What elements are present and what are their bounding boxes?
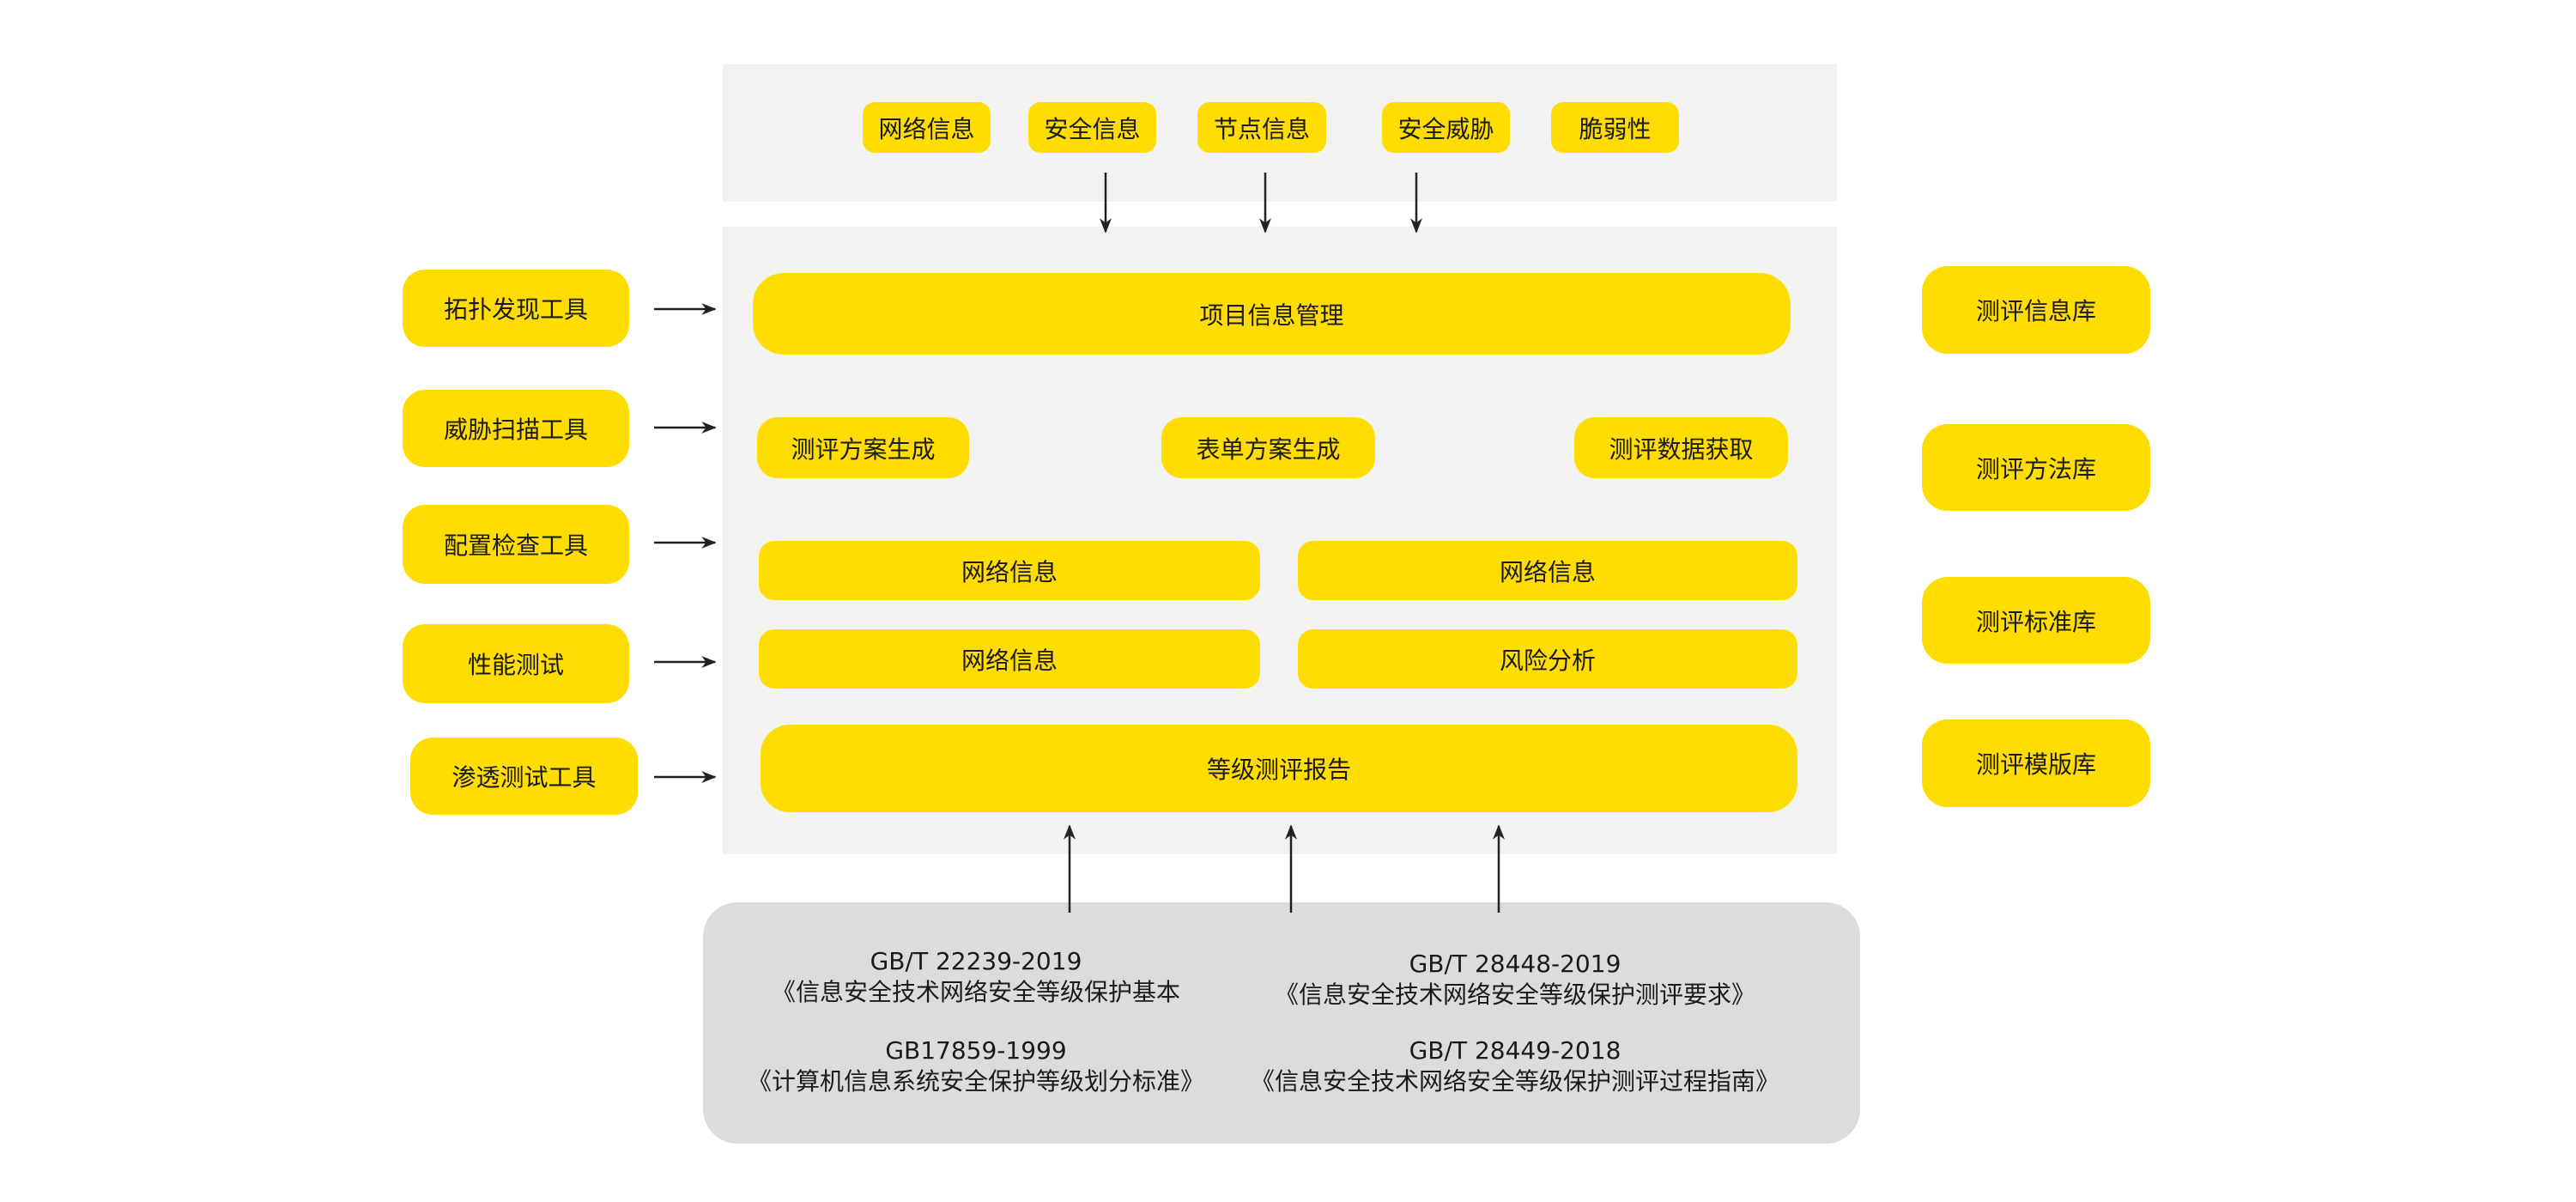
library-assessment-method: 测评方法库	[1922, 424, 2150, 511]
test-plan-generation: 测评方案生成	[757, 417, 969, 478]
grid-network-info-1: 网络信息	[759, 541, 1260, 600]
source-network-info: 网络信息	[863, 102, 991, 153]
form-plan-generation: 表单方案生成	[1161, 417, 1375, 478]
standard-title: 《计算机信息系统安全保护等级划分标准》	[747, 1067, 1205, 1096]
grid-network-info-3: 网络信息	[759, 629, 1260, 689]
standard-title: 《信息安全技术网络安全等级保护测评要求》	[1274, 980, 1756, 1009]
library-assessment-template: 测评模版库	[1922, 719, 2150, 807]
standard-title: 《信息安全技术网络安全等级保护基本	[771, 978, 1181, 1006]
test-data-acquisition: 测评数据获取	[1574, 417, 1788, 478]
source-security-info: 安全信息	[1028, 102, 1156, 153]
tool-threat-scan: 威胁扫描工具	[403, 390, 629, 467]
library-assessment-info: 测评信息库	[1922, 266, 2150, 354]
standard-gbt-22239: GB/T 22239-2019 《信息安全技术网络安全等级保护基本	[772, 946, 1180, 1008]
standard-code: GB/T 28449-2018	[1409, 1036, 1621, 1065]
project-info-management: 项目信息管理	[753, 273, 1791, 355]
grid-risk-analysis: 风险分析	[1298, 629, 1797, 689]
grade-assessment-report: 等级测评报告	[761, 725, 1797, 812]
library-assessment-standard: 测评标准库	[1922, 577, 2150, 664]
standard-code: GB/T 22239-2019	[870, 947, 1082, 975]
standards-panel	[703, 902, 1860, 1144]
tool-config-check: 配置检查工具	[403, 505, 629, 584]
standard-code: GB/T 28448-2019	[1409, 950, 1621, 978]
source-security-threat: 安全威胁	[1382, 102, 1510, 153]
standard-gbt-28448: GB/T 28448-2019 《信息安全技术网络安全等级保护测评要求》	[1275, 949, 1755, 1011]
source-vulnerability: 脆弱性	[1551, 102, 1679, 153]
tool-performance-test: 性能测试	[403, 624, 629, 703]
standard-gb-17859: GB17859-1999 《计算机信息系统安全保护等级划分标准》	[748, 1035, 1204, 1097]
standard-title: 《信息安全技术网络安全等级保护测评过程指南》	[1250, 1067, 1780, 1096]
source-node-info: 节点信息	[1197, 102, 1326, 153]
tool-penetration-test: 渗透测试工具	[410, 738, 638, 815]
standard-gbt-28449: GB/T 28449-2018 《信息安全技术网络安全等级保护测评过程指南》	[1251, 1035, 1779, 1097]
tool-topology-discovery: 拓扑发现工具	[403, 270, 629, 347]
grid-network-info-2: 网络信息	[1298, 541, 1797, 600]
standard-code: GB17859-1999	[885, 1036, 1067, 1065]
